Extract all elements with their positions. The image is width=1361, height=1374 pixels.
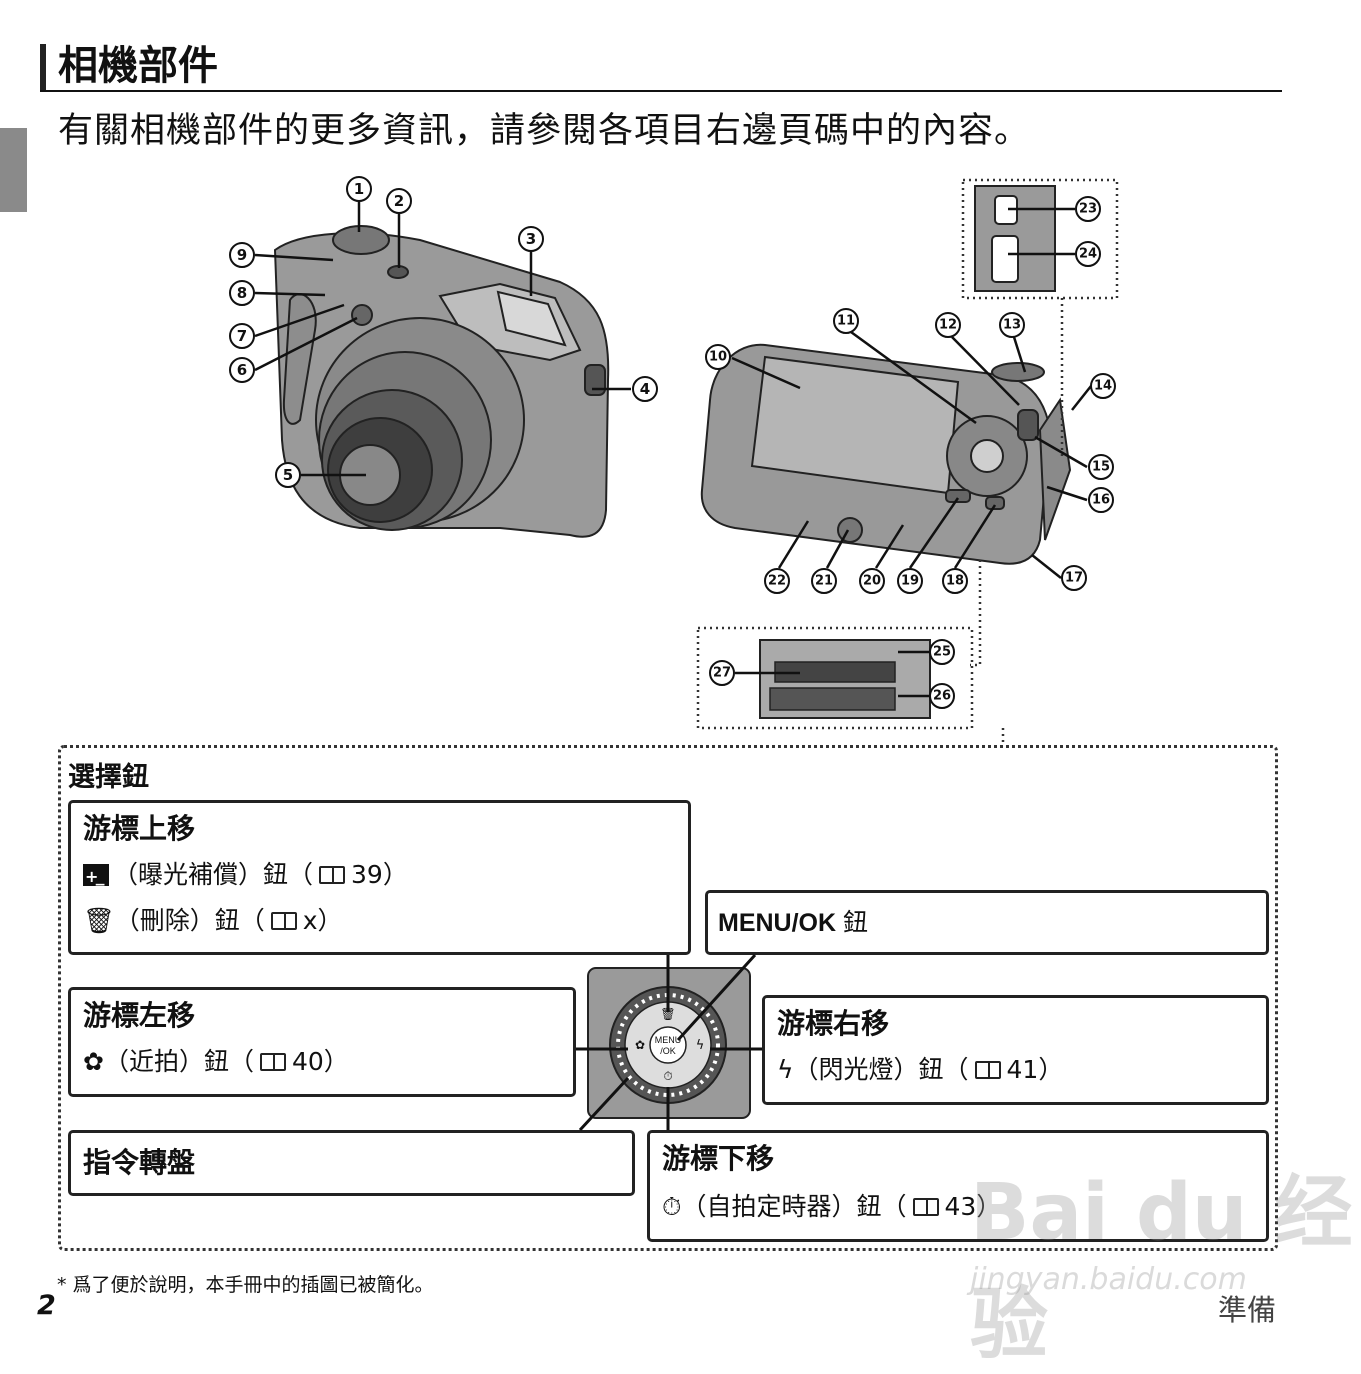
flash-icon: ϟ: [777, 1055, 794, 1084]
camera-rear-illustration: [700, 343, 1072, 565]
callout-20: 20: [863, 574, 881, 589]
callout-19: 19: [901, 574, 919, 589]
baidu-watermark-url: jingyan.baidu.com: [970, 1262, 1247, 1297]
callout-9: 9: [237, 246, 247, 264]
cursor-up-box: 游標上移 （曝光補償）鈕（39） 🗑（刪除）鈕（x）: [68, 800, 691, 955]
menu-ok-label: MENU/OK 鈕: [718, 909, 869, 937]
macro-flower-icon: ✿: [83, 1047, 104, 1076]
section-tab-marker: [0, 128, 27, 212]
selector-section-frame: [58, 745, 1278, 1251]
title-divider: [40, 90, 1282, 92]
callout-26: 26: [933, 689, 951, 704]
trash-icon: 🗑: [83, 906, 115, 935]
cursor-right-box: 游標右移 ϟ（閃光燈）鈕（41）: [762, 995, 1269, 1105]
callout-4: 4: [640, 380, 650, 398]
menu-ok-box: MENU/OK 鈕: [705, 890, 1269, 955]
inset-battery-card: [696, 560, 1005, 745]
callout-22: 22: [768, 574, 786, 589]
callout-1: 1: [354, 180, 364, 198]
footnote: * 爲了便於說明，本手冊中的插圖已被簡化。: [57, 1274, 434, 1296]
book-icon: [270, 912, 297, 930]
callout-leader-lines: [254, 201, 1092, 698]
selector-section-label: 選擇鈕: [68, 762, 149, 793]
callout-27: 27: [713, 666, 731, 681]
title-bar-marker: [40, 44, 46, 90]
callout-14: 14: [1094, 379, 1112, 394]
book-icon: [259, 1053, 286, 1071]
callout-23: 23: [1079, 202, 1097, 217]
baidu-watermark: Bai du 经验: [970, 1168, 1353, 1370]
callout-7: 7: [237, 327, 247, 345]
callout-24: 24: [1079, 247, 1097, 262]
cursor-down-title: 游標下移: [662, 1142, 775, 1175]
self-timer-icon: ⏱: [662, 1192, 682, 1221]
callout-12: 12: [939, 318, 957, 333]
cursor-left-title: 游標左移: [83, 999, 196, 1032]
callout-8: 8: [237, 284, 247, 302]
callout-6: 6: [237, 361, 247, 379]
book-icon: [974, 1061, 1001, 1079]
callout-25: 25: [933, 645, 951, 660]
exposure-compensation-line: （曝光補償）鈕（39）: [83, 857, 408, 903]
page-title: 相機部件: [58, 43, 218, 89]
callout-10: 10: [709, 350, 727, 365]
self-timer-line: ⏱（自拍定時器）鈕（43）: [662, 1192, 1002, 1221]
callout-2: 2: [394, 192, 404, 210]
callout-5: 5: [283, 466, 293, 484]
callout-16: 16: [1092, 493, 1110, 508]
cursor-down-box: 游標下移 ⏱（自拍定時器）鈕（43）: [647, 1130, 1269, 1242]
callout-21: 21: [815, 574, 833, 589]
command-dial-box: 指令轉盤: [68, 1130, 635, 1196]
command-dial-title: 指令轉盤: [83, 1146, 196, 1179]
callout-15: 15: [1092, 460, 1110, 475]
macro-line: ✿（近拍）鈕（40）: [83, 1047, 349, 1076]
intro-text: 有關相機部件的更多資訊，請參閱各項目右邊頁碼中的內容。: [58, 111, 1031, 151]
delete-line: 🗑（刪除）鈕（x）: [83, 906, 343, 935]
exposure-compensation-icon: [83, 859, 109, 903]
book-icon: [912, 1198, 939, 1216]
cursor-up-title: 游標上移: [83, 812, 196, 845]
flash-line: ϟ（閃光燈）鈕（41）: [777, 1055, 1064, 1084]
callout-18: 18: [946, 574, 964, 589]
callout-circles: [229, 176, 1116, 709]
callout-17: 17: [1065, 571, 1083, 586]
callout-11: 11: [837, 314, 855, 329]
callout-3: 3: [526, 230, 536, 248]
section-name: 準備: [1218, 1293, 1277, 1327]
inset-ports: [961, 178, 1119, 460]
cursor-right-title: 游標右移: [777, 1007, 890, 1040]
callout-13: 13: [1003, 318, 1021, 333]
page-number: 2: [37, 1290, 56, 1321]
cursor-left-box: 游標左移 ✿（近拍）鈕（40）: [68, 987, 576, 1097]
book-icon: [319, 866, 346, 884]
camera-front-illustration: [273, 225, 610, 538]
